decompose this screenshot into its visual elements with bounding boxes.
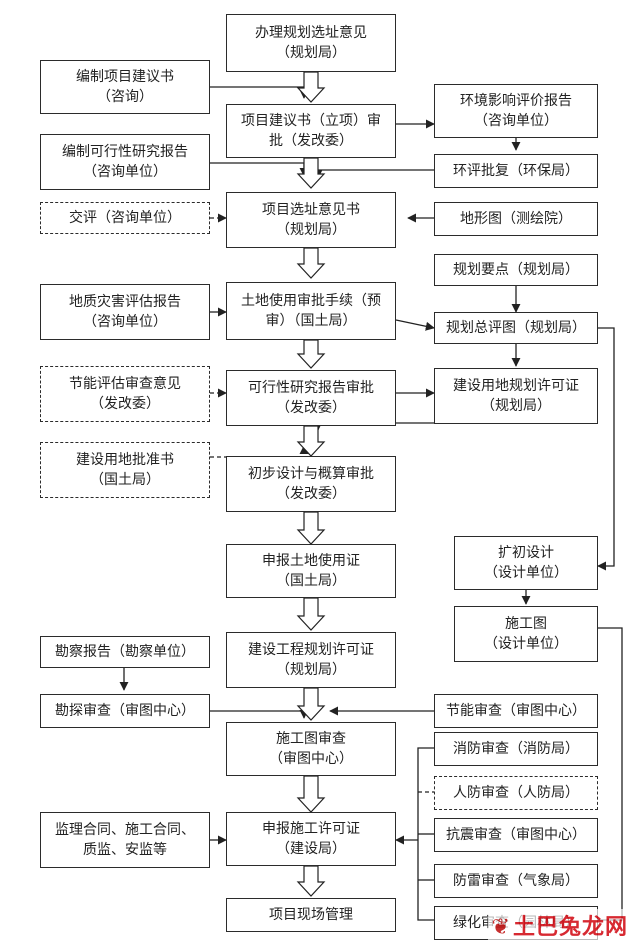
box-drawing-review: 施工图审查 （审图中心） xyxy=(226,722,396,776)
main-arrow-1 xyxy=(296,71,326,103)
main-arrow-2 xyxy=(296,157,326,189)
box-fire-review: 消防审查（消防局） xyxy=(434,732,598,766)
box-land-approval: 土地使用审批手续（预 审）（国土局） xyxy=(226,282,396,340)
box-expanded-design: 扩初设计 （设计单位） xyxy=(454,536,598,590)
box-seismic-review: 抗震审查（审图中心） xyxy=(434,818,598,852)
box-project-approval: 项目建议书（立项）审 批（发改委） xyxy=(226,104,396,158)
main-arrow-9 xyxy=(296,775,326,813)
box-site-opinion: 办理规划选址意见 （规划局） xyxy=(226,14,396,72)
box-construction-permit: 申报施工许可证 （建设局） xyxy=(226,812,396,866)
main-arrow-10 xyxy=(296,865,326,897)
connector-feasibility-report xyxy=(210,162,309,177)
box-civil-defense-review: 人防审查（人防局） xyxy=(434,776,598,810)
main-arrow-6 xyxy=(296,511,326,545)
box-eia-reply: 环评批复（环保局） xyxy=(434,154,598,188)
connector-drawing-branch xyxy=(598,627,623,921)
box-lightning-review: 防雷审查（气象局） xyxy=(434,864,598,898)
box-feasibility-review: 可行性研究报告审批 （发改委） xyxy=(226,370,396,426)
connector-survey-review xyxy=(210,709,309,719)
leaf-logo-icon: ❦ xyxy=(491,915,511,940)
box-contracts: 监理合同、施工合同、 质监、安监等 xyxy=(40,812,210,868)
box-prelim-design: 初步设计与概算审批 （发改委） xyxy=(226,456,396,512)
box-land-plan-permit: 建设用地规划许可证 （规划局） xyxy=(434,368,598,424)
box-plan-points: 规划要点（规划局） xyxy=(434,254,598,286)
box-cross-review: 交评（咨询单位） xyxy=(40,202,210,234)
main-arrow-7 xyxy=(296,597,326,631)
box-energy-opinion: 节能评估审查意见 （发改委） xyxy=(40,366,210,422)
box-land-approval-doc: 建设用地批准书 （国土局） xyxy=(40,442,210,498)
box-eng-permit: 建设工程规划许可证 （规划局） xyxy=(226,632,396,688)
box-master-plan: 规划总评图（规划局） xyxy=(434,312,598,344)
main-arrow-3 xyxy=(296,247,326,279)
connector-master-to-design xyxy=(597,327,615,571)
main-arrow-8 xyxy=(296,687,326,721)
box-land-cert: 申报土地使用证 （国土局） xyxy=(226,544,396,598)
box-energy-review: 节能审查（审图中心） xyxy=(434,694,598,728)
site-watermark: ❦土巴兔龙网 xyxy=(487,909,632,941)
box-geo-hazard: 地质灾害评估报告 （咨询单位） xyxy=(40,284,210,340)
box-eia-report: 环境影响评价报告 （咨询单位） xyxy=(434,84,598,138)
main-arrow-4 xyxy=(296,339,326,369)
box-topo-map: 地形图（测绘院） xyxy=(434,202,598,236)
box-survey-review: 勘探审查（审图中心） xyxy=(40,694,210,728)
box-proposal: 编制项目建议书 （咨询） xyxy=(40,60,210,114)
connector-eia-reply xyxy=(313,169,434,179)
box-survey-report: 勘察报告（勘察单位） xyxy=(40,636,210,668)
connector-land-to-master xyxy=(395,319,435,331)
box-construction-drawing: 施工图 （设计单位） xyxy=(454,606,598,662)
connector-proposal xyxy=(210,86,309,99)
box-feasibility-report: 编制可行性研究报告 （咨询单位） xyxy=(40,134,210,190)
main-arrow-5 xyxy=(296,425,326,457)
box-site-mgmt: 项目现场管理 xyxy=(226,898,396,932)
box-site-book: 项目选址意见书 （规划局） xyxy=(226,192,396,248)
